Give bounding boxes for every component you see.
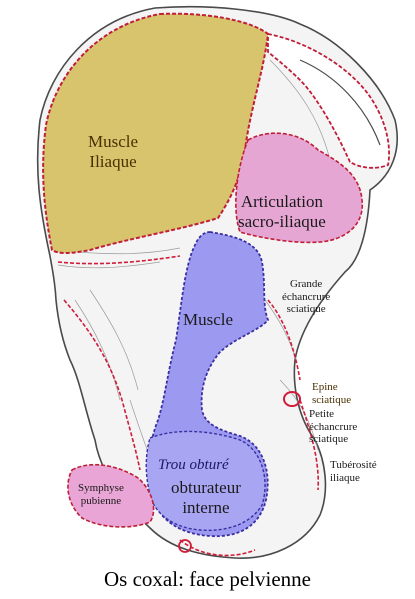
label-grande-echancrure: Grande échancrure sciatique	[282, 278, 331, 316]
label-muscle-iliaque: Muscle Iliaque	[88, 132, 139, 171]
label-articulation-sacro-iliaque: Articulation sacro-iliaque	[238, 192, 326, 231]
ischial-mark	[178, 539, 192, 553]
iliac-crest-inner	[299, 59, 381, 146]
iliac-crest-rim	[267, 32, 390, 169]
iliac-muscle-region	[42, 12, 270, 254]
sciatic-spine-marker	[283, 391, 301, 407]
label-obturateur-interne: obturateur interne	[171, 478, 241, 517]
sacro-iliac-region	[235, 132, 363, 244]
label-petite-echancrure: Petite échancrure sciatique	[309, 408, 358, 446]
attachment-lines	[57, 255, 320, 557]
label-epine-sciatique: Epine sciatique	[312, 381, 352, 406]
label-tuberosite-iliaque: Tubérosité iliaque	[330, 459, 377, 484]
label-muscle: Muscle	[183, 310, 234, 329]
diagram-caption: Os coxal: face pelvienne	[104, 567, 311, 591]
pubic-symphysis-region	[67, 463, 155, 528]
label-symphyse-pubienne: Symphyse pubienne	[78, 482, 124, 507]
label-trou-obture: Trou obturé	[158, 457, 229, 473]
